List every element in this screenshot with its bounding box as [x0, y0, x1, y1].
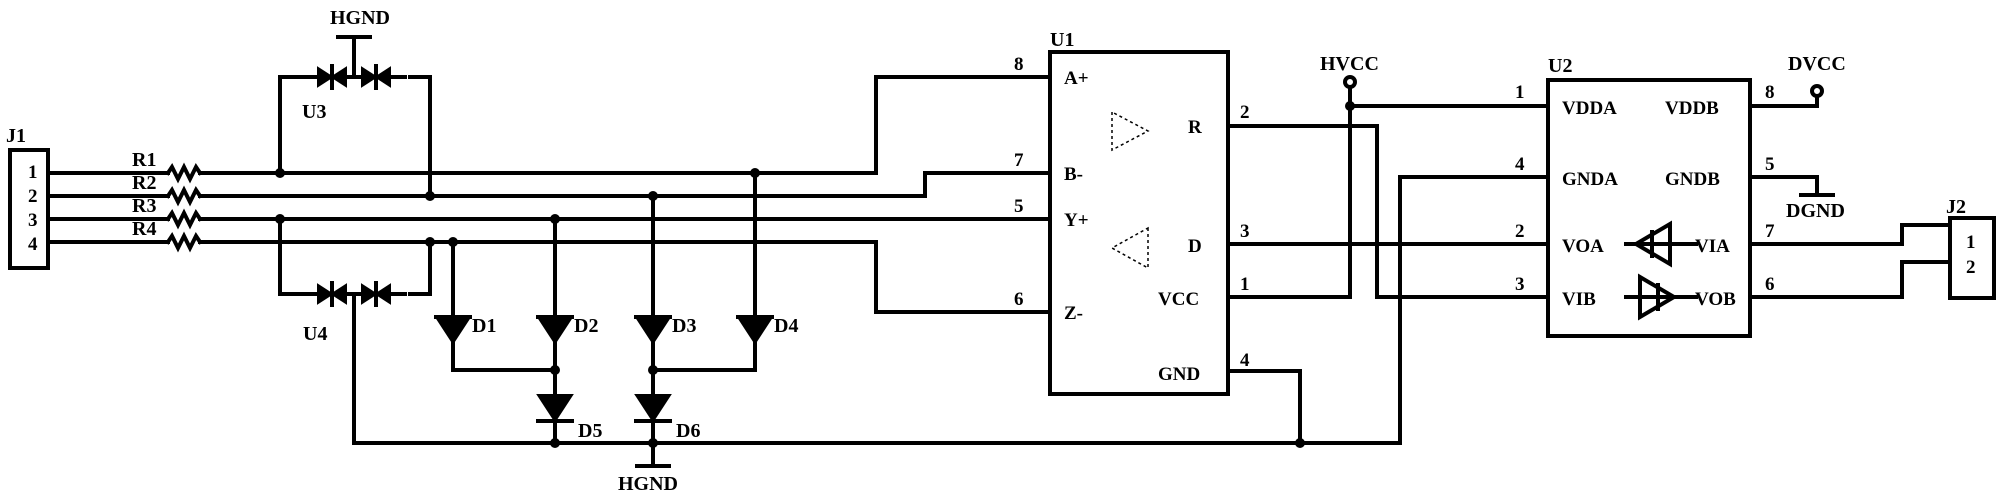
- u4-ref: U4: [303, 323, 327, 345]
- diode-d1-symbol: [434, 316, 472, 345]
- diode-array: D1 D2 D5 D3 D4 D6 HGND: [434, 171, 798, 495]
- u1-pin-z-num: 6: [1014, 289, 1024, 310]
- u2-pin-vddb-num: 8: [1765, 82, 1775, 103]
- u2-pin-voa-num: 2: [1515, 221, 1525, 242]
- tvs-u3: HGND U3: [278, 7, 432, 198]
- j1-ref: J1: [6, 125, 26, 147]
- diode-d4-symbol: [736, 316, 774, 345]
- u2-pin-voa-name: VOA: [1562, 236, 1604, 257]
- u1-pin-gnd-num: 4: [1240, 350, 1250, 371]
- diode-d1-label: D1: [472, 315, 496, 337]
- u2-pin-gndb-num: 5: [1765, 154, 1775, 175]
- u2-pin-vddb-name: VDDB: [1665, 98, 1719, 119]
- isolator-nets: HVCC: [1226, 53, 1550, 445]
- j2-ref: J2: [1946, 196, 1966, 218]
- j1-pin-3: 3: [28, 210, 38, 231]
- chip-u1: U1 8 A+ 7 B- 5 Y+ 6 Z- 2 R 3 D 1 VCC 4 G…: [1014, 29, 1250, 396]
- j2-pin-2: 2: [1966, 257, 1976, 278]
- diode-d6-symbol: [634, 394, 672, 423]
- resistor-r3-label: R3: [132, 195, 156, 217]
- signal-nets: [198, 75, 1052, 314]
- junction-dots: [275, 101, 1355, 448]
- u1-pin-a-name: A+: [1064, 68, 1089, 89]
- u2-channel-b-buffer: [1624, 273, 1698, 321]
- j1-pin-2: 2: [28, 186, 38, 207]
- u1-pin-d-num: 3: [1240, 221, 1250, 242]
- hgnd-top-label: HGND: [330, 7, 390, 29]
- u2-pin-via-num: 7: [1765, 221, 1775, 242]
- u2-pin-vib-name: VIB: [1562, 289, 1596, 310]
- resistor-r2-symbol: [165, 185, 203, 207]
- j1-pin-1: 1: [28, 162, 38, 183]
- u3-ref: U3: [302, 101, 326, 123]
- j1-pin-4: 4: [28, 234, 38, 255]
- u2-pin-vdda-num: 1: [1515, 82, 1525, 103]
- u2-pin-gnda-num: 4: [1515, 154, 1525, 175]
- tvs-u4: U4: [278, 217, 1302, 445]
- u1-receiver-triangle: [1111, 110, 1150, 152]
- diode-d5-symbol: [536, 394, 574, 423]
- u1-pin-y-num: 5: [1014, 196, 1024, 217]
- dvcc-label: DVCC: [1788, 53, 1846, 75]
- diode-d6-label: D6: [676, 420, 700, 442]
- resistor-r4-symbol: [165, 231, 203, 253]
- u2-pin-vib-num: 3: [1515, 274, 1525, 295]
- u1-pin-gnd-name: GND: [1158, 364, 1200, 385]
- diode-d2-symbol: [536, 316, 574, 345]
- u2-ref: U2: [1548, 55, 1572, 77]
- u1-pin-d-name: D: [1188, 236, 1202, 257]
- u2-pin-via-name: VIA: [1695, 236, 1730, 257]
- u2-channel-a-buffer: [1624, 220, 1698, 268]
- dgnd-label: DGND: [1786, 200, 1845, 222]
- u2-pin-vdda-name: VDDA: [1562, 98, 1617, 119]
- hgnd-bottom-label: HGND: [618, 473, 678, 495]
- resistor-r1-symbol: [165, 162, 203, 184]
- resistor-r2-label: R2: [132, 172, 156, 194]
- j2-pin-1: 1: [1966, 232, 1976, 253]
- u2-pin-gndb-name: GNDB: [1665, 169, 1720, 190]
- diode-d3-label: D3: [672, 315, 696, 337]
- chip-u2: U2 1 VDDA 4 GNDA 2 VOA 3 VIB 8 VDDB 5 GN…: [1515, 55, 1775, 338]
- resistor-r4-label: R4: [132, 218, 156, 240]
- resistor-r3-symbol: [165, 208, 203, 230]
- connector-j1: J1 1 2 3 4: [6, 125, 50, 270]
- u2-pin-vob-num: 6: [1765, 274, 1775, 295]
- u1-pin-z-name: Z-: [1064, 303, 1083, 324]
- u1-pin-vcc-name: VCC: [1158, 289, 1199, 310]
- u1-pin-y-name: Y+: [1064, 210, 1089, 231]
- u1-pin-vcc-num: 1: [1240, 274, 1250, 295]
- dvcc-terminal: [1810, 84, 1824, 98]
- u1-driver-triangle: [1110, 226, 1149, 270]
- u2-pin-gnda-name: GNDA: [1562, 169, 1618, 190]
- diode-d2-label: D2: [574, 315, 598, 337]
- diode-d5-label: D5: [578, 420, 602, 442]
- u1-pin-a-num: 8: [1014, 54, 1024, 75]
- diode-d4-label: D4: [774, 315, 798, 337]
- u1-ref: U1: [1050, 29, 1074, 51]
- output-nets: DVCC DGND: [1748, 53, 1952, 299]
- u1-pin-r-num: 2: [1240, 102, 1250, 123]
- u1-pin-b-num: 7: [1014, 150, 1024, 171]
- connector-j2: J2 1 2: [1946, 196, 1996, 300]
- resistor-r1-label: R1: [132, 149, 156, 171]
- u1-pin-b-name: B-: [1064, 164, 1083, 185]
- u1-pin-r-name: R: [1188, 117, 1202, 138]
- diode-d3-symbol: [634, 316, 672, 345]
- input-lines: R1 R2 R3 R4: [46, 149, 203, 253]
- u2-pin-vob-name: VOB: [1695, 289, 1736, 310]
- hvcc-label: HVCC: [1320, 53, 1379, 75]
